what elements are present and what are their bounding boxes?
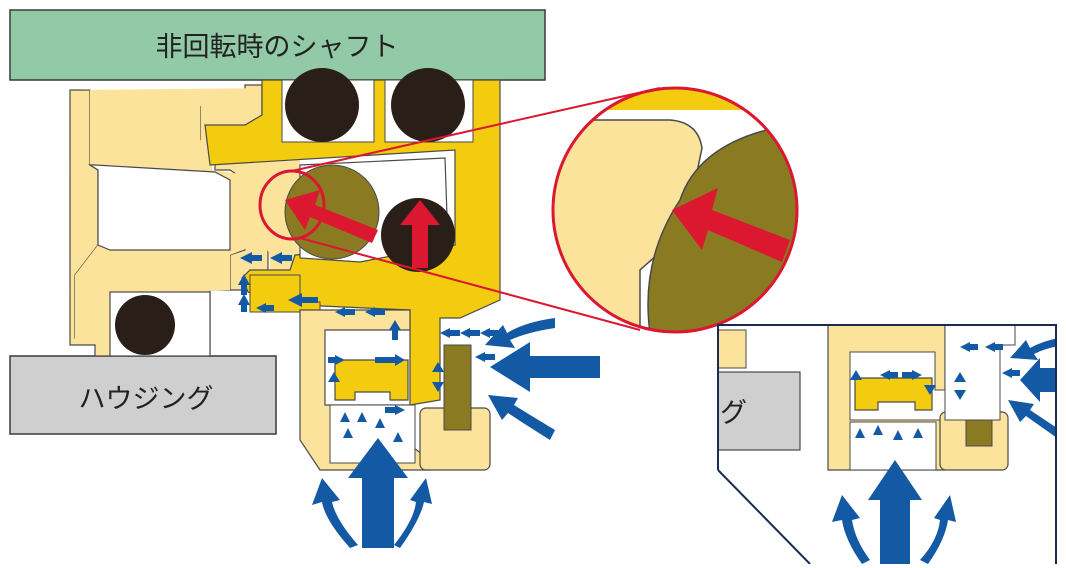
inset-border — [717, 324, 1057, 564]
shaft-label: 非回転時のシャフト — [156, 32, 399, 63]
housing-label: ハウジング — [79, 384, 214, 415]
flow-arrow-icon — [480, 328, 498, 338]
flow-arrow-icon — [240, 252, 262, 264]
pressure-arrow-curve-left-icon — [832, 495, 870, 564]
magnified-view — [553, 88, 797, 332]
pressure-arrow-up-icon — [868, 460, 922, 564]
shaft-block — [9, 9, 546, 81]
pressure-arrow-curve-top-icon — [1010, 338, 1056, 360]
flow-arrow-icon — [960, 342, 978, 352]
pressure-arrow-curve-right-icon — [394, 478, 432, 548]
yellow-lower-piece — [334, 359, 409, 401]
flow-arrow-icon — [985, 342, 1003, 352]
flow-arrows-inset — [850, 342, 1020, 440]
flow-arrow-icon — [389, 320, 401, 340]
flow-arrow-icon — [902, 370, 922, 380]
flow-arrow-icon — [256, 303, 274, 313]
flow-arrow-icon — [855, 428, 865, 438]
flow-arrow-icon — [357, 412, 367, 422]
flow-arrows-main — [238, 252, 498, 442]
flow-arrow-icon — [873, 425, 883, 435]
pressure-arrow-left-icon — [490, 342, 600, 392]
flow-arrow-icon — [385, 405, 405, 415]
flow-arrow-icon — [924, 385, 936, 395]
flow-arrow-icon — [238, 274, 250, 295]
flow-arrow-icon — [432, 382, 444, 392]
pressure-arrow-curve-left-icon — [312, 478, 358, 548]
flow-arrow-icon — [340, 412, 350, 422]
olive-rect-seal — [443, 344, 472, 431]
housing-block — [9, 355, 277, 435]
flow-arrow-icon — [375, 354, 405, 366]
pressure-arrow-curve-bottom-icon — [1008, 400, 1056, 440]
red-force-arrow-magnified-icon — [672, 188, 790, 262]
pressure-arrow-curve-bottom-icon — [488, 395, 555, 440]
flow-arrow-icon — [850, 370, 862, 380]
flow-arrow-icon — [440, 328, 460, 338]
flow-arrow-icon — [393, 432, 403, 442]
flow-arrow-icon — [880, 370, 898, 380]
pressure-arrow-curve-right-icon — [920, 495, 956, 564]
pressure-arrow-up-icon — [348, 438, 408, 548]
flow-arrow-icon — [460, 328, 480, 338]
flow-arrow-icon — [475, 352, 495, 362]
flow-arrow-icon — [375, 418, 385, 428]
flow-arrow-icon — [238, 294, 250, 312]
flow-arrow-icon — [432, 362, 444, 372]
flow-arrow-icon — [335, 307, 355, 317]
flow-arrow-icon — [328, 372, 340, 382]
flow-arrow-icon — [954, 390, 966, 400]
pressure-arrows-main — [312, 318, 600, 548]
cavity-left — [87, 164, 231, 251]
flow-arrow-icon — [1002, 368, 1020, 378]
oring-upper-left — [285, 68, 359, 142]
flow-arrow-icon — [328, 355, 345, 365]
inset-view: グ — [718, 325, 1056, 564]
red-force-arrow-up-icon — [400, 200, 440, 268]
magnifier-ring — [551, 86, 799, 334]
flow-arrow-icon — [288, 293, 318, 307]
pressure-arrows-inset — [832, 338, 1056, 564]
red-force-arrow-diagonal-icon — [285, 190, 378, 243]
callout-line-bottom — [299, 237, 641, 331]
flow-arrow-icon — [893, 430, 903, 440]
callout-line-top — [291, 87, 661, 172]
flow-arrow-icon — [343, 428, 353, 438]
pressure-arrow-left-icon — [1020, 358, 1056, 402]
flow-arrow-icon — [270, 252, 292, 264]
flow-arrow-icon — [365, 307, 385, 317]
flow-arrow-icon — [913, 428, 923, 438]
oring-lower — [115, 295, 175, 355]
inset-border-diagonal — [717, 469, 811, 565]
oring-upper-right — [391, 68, 465, 142]
pressure-arrow-curve-top-icon — [485, 318, 555, 348]
flow-arrow-icon — [954, 372, 966, 382]
housing-label-cropped: グ — [720, 398, 747, 429]
